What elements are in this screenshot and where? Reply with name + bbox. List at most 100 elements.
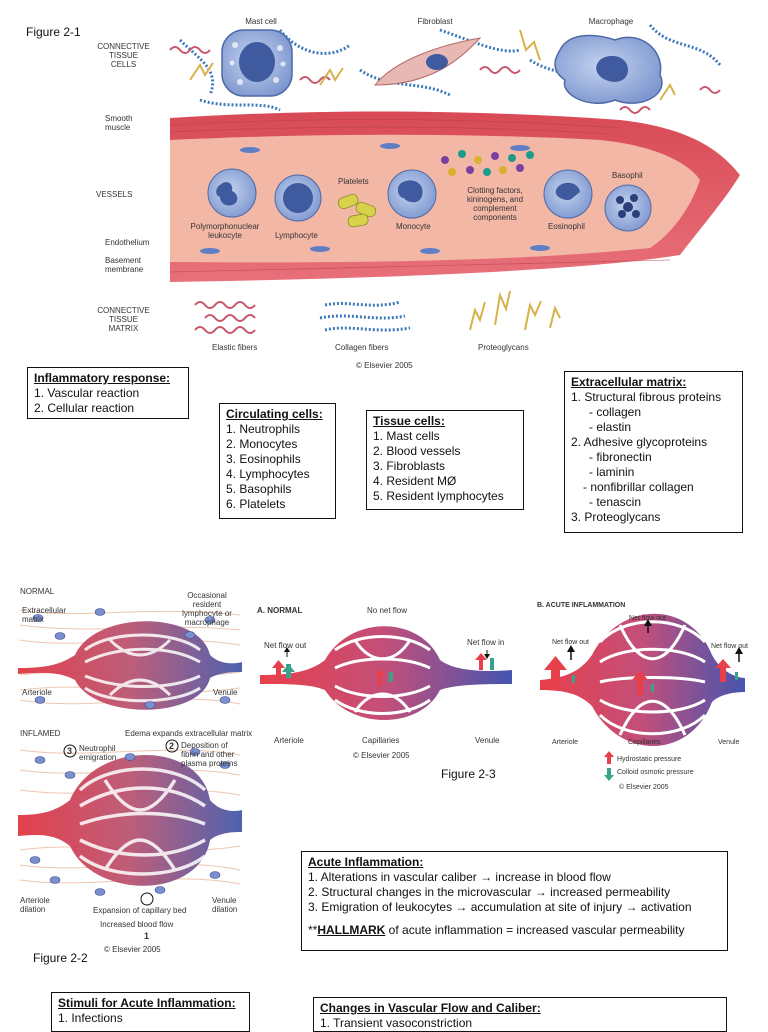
fig22-neutrophil-label: Neutrophil emigration [79,744,117,762]
label-lymphocyte: Lymphocyte [275,231,318,240]
vascular-changes-box: Changes in Vascular Flow and Caliber: 1.… [313,997,727,1032]
tissue-cells-title: Tissue cells: [373,414,445,428]
list-item: 1. Structural fibrous proteins [571,390,722,404]
fig23-copyright: © Elsevier 2005 [353,751,410,760]
list-item: 2. Monocytes [226,437,298,451]
circulating-cells-box: Circulating cells: 1. Neutrophils 2. Mon… [219,403,336,519]
list-item: 1. Infections [58,1011,123,1025]
list-item: 6. Platelets [226,497,286,511]
list-item: - elastin [589,420,632,434]
stimuli-title: Stimuli for Acute Inflammation: [58,996,236,1010]
list-item: 3. Fibroblasts [373,459,446,473]
list-item: 5. Resident lymphocytes [373,489,504,503]
figure-2-3-label: Figure 2-3 [441,767,496,781]
fig23-b-net-left: Net flow out [552,639,589,646]
list-item: 4. Lymphocytes [226,467,310,481]
fig23-capillaries: Capillaries [362,736,400,745]
list-item: - nonfibrillar collagen [583,480,694,494]
list-item: 2. Structural changes in the microvascul… [308,885,671,899]
fig22-venule-label: Venule [213,688,238,697]
fig22-step3-number: 3 [67,746,73,756]
label-fibroblast: Fibroblast [417,17,453,26]
list-item: 2. Blood vessels [373,444,461,458]
hallmark-line: **HALLMARK of acute inflammation = incre… [308,923,721,938]
list-item: - collagen [589,405,642,419]
extracellular-matrix-title: Extracellular matrix: [571,375,687,389]
label-macrophage: Macrophage [588,17,634,26]
fig22-expansion-label: Expansion of capillary bed [93,906,187,915]
list-item: 2. Adhesive glycoproteins [571,435,708,449]
fig22-inc-flow-label: Increased blood flow [100,920,174,929]
fig23-arteriole: Arteriole [274,736,304,745]
fig23-b-copyright: © Elsevier 2005 [619,784,669,791]
list-item: 1. Mast cells [373,429,440,443]
label-platelets: Platelets [338,177,369,186]
label-monocyte: Monocyte [396,222,431,231]
fig23-b-capillaries: Capillaries [628,739,661,746]
list-item: 3. Emigration of leukocytes → accumulati… [308,900,692,914]
fig22-resident-label: Occasional resident lymphocyte or macrop… [182,591,232,627]
acute-inflammation-title: Acute Inflammation: [308,855,424,869]
fig23-net-flow-out: Net flow out [264,641,307,650]
label-smooth-muscle: Smooth muscle [105,114,133,132]
fig23-net-flow-in: Net flow in [467,638,505,647]
label-basement-membrane: Basement membrane [105,256,144,274]
fig23-venule: Venule [475,736,500,745]
fig22-ven-dilation-label: Venule dilation [212,896,238,914]
fig22-fibrin-label: Deposition of fibrin and other plasma pr… [181,741,238,768]
tissue-cells-box: Tissue cells: 1. Mast cells 2. Blood ves… [366,410,524,510]
circulating-cells-title: Circulating cells: [226,407,323,421]
list-item: 1. Vascular reaction [34,386,140,400]
label-vessels: VESSELS [96,190,133,199]
stimuli-box: Stimuli for Acute Inflammation: 1. Infec… [51,992,250,1032]
fig23-b-title: B. ACUTE INFLAMMATION [537,602,626,609]
figure-2-1-illustration [169,24,740,334]
fig22-step1-number: 1 [144,931,150,941]
label-ct-cells: CONNECTIVE TISSUE CELLS [97,42,150,69]
fig23-legend-colloid: Colloid osmotic pressure [617,769,694,776]
fig23-b-net-top: Net flow out [629,615,666,622]
fig23-no-net-flow: No net flow [367,606,408,615]
label-basophil: Basophil [612,171,643,180]
figure-2-1-label: Figure 2-1 [26,25,81,39]
fig22-copyright: © Elsevier 2005 [104,945,161,954]
fig23-b-venule: Venule [718,739,740,746]
acute-inflammation-box: Acute Inflammation: 1. Alterations in va… [301,851,728,951]
inflammatory-response-box: Inflammatory response: 1. Vascular react… [27,367,189,419]
list-item: 4. Resident MØ [373,474,457,488]
hallmark-rest: of acute inflammation = increased vascul… [385,923,685,937]
fig23-b-net-right: Net flow out [711,643,748,650]
hallmark-prefix: ** [308,923,318,937]
list-item: - laminin [589,465,635,479]
list-item: 3. Eosinophils [226,452,301,466]
label-mast-cell: Mast cell [245,17,277,26]
vascular-changes-title: Changes in Vascular Flow and Caliber: [320,1001,541,1015]
label-proteoglycans: Proteoglycans [478,343,529,352]
label-eosinophil: Eosinophil [548,222,585,231]
list-item: 1. Neutrophils [226,422,301,436]
hallmark-word: HALLMARK [317,923,386,937]
figure-2-2-label: Figure 2-2 [33,951,88,965]
label-elastic-fibers: Elastic fibers [212,343,258,352]
label-pmn: Polymorphonuclear leukocyte [190,222,260,240]
fig22-normal-label: NORMAL [20,587,55,596]
label-endothelium: Endothelium [105,238,150,247]
list-item: 5. Basophils [226,482,292,496]
list-item: 2. Cellular reaction [34,401,135,415]
list-item: - fibronectin [589,450,652,464]
fig22-edema-label: Edema expands extracellular matrix [125,729,253,738]
fig23-a-title: A. NORMAL [257,606,303,615]
fig22-ecm-label: Extracellular matrix [22,606,67,624]
fig23-b-arteriole: Arteriole [552,739,579,746]
fig22-step2-number: 2 [169,741,175,751]
fig23-legend-hydrostatic: Hydrostatic pressure [617,756,682,763]
list-item: - tenascin [589,495,642,509]
fig22-inflamed-label: INFLAMED [20,729,61,738]
label-clotting-factors: Clotting factors, kininogens, and comple… [466,186,524,222]
label-collagen-fibers: Collagen fibers [335,343,389,352]
list-item: 3. Proteoglycans [571,510,661,524]
fig22-art-dilation-label: Arteriole dilation [20,896,50,914]
figure-2-1-copyright: © Elsevier 2005 [356,361,413,370]
